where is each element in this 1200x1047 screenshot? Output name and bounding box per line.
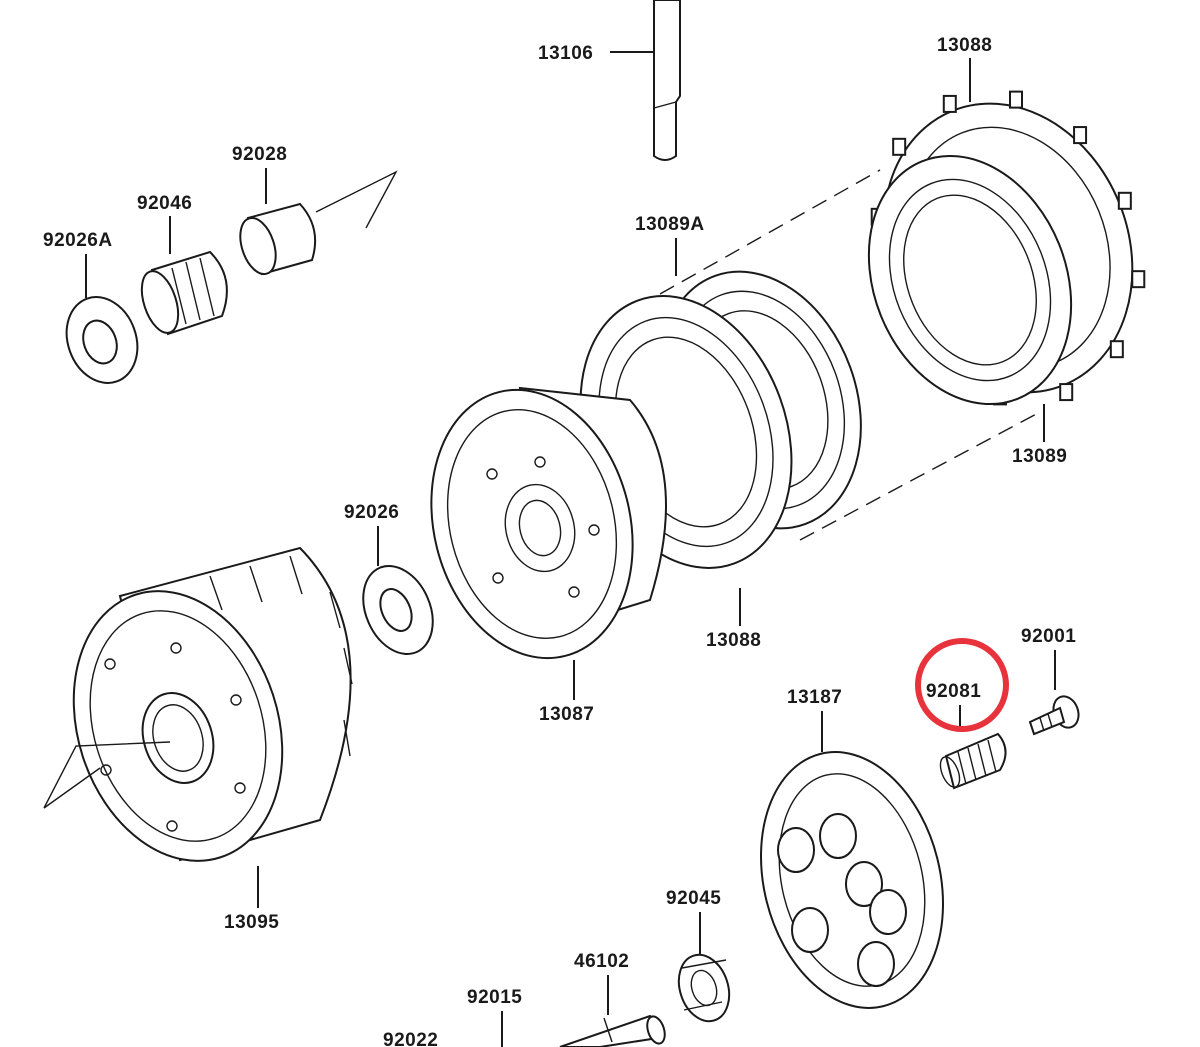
label-13106[interactable]: 13106 [538, 43, 654, 64]
highlight-circle [915, 638, 1009, 732]
label-13089A[interactable]: 13089A [635, 214, 705, 276]
plate-alignment-dashes [659, 169, 1041, 541]
part-number-46102: 46102 [574, 951, 629, 972]
label-92001[interactable]: 92001 [1021, 626, 1076, 690]
friction-tab [1109, 340, 1124, 359]
bushing-92028-drawing [239, 170, 398, 276]
label-92081[interactable]: 92081 [926, 681, 981, 728]
part-number-92045: 92045 [666, 888, 721, 909]
ball-bearing-92045-drawing [677, 953, 731, 1023]
part-number-92001: 92001 [1021, 626, 1076, 647]
label-92045[interactable]: 92045 [666, 888, 721, 956]
push-rod-46102-drawing [559, 1014, 666, 1047]
part-number-92026: 92026 [344, 502, 399, 523]
label-13088-mid[interactable]: 13088 [706, 588, 761, 651]
friction-tab [1117, 191, 1132, 210]
label-92028[interactable]: 92028 [232, 144, 287, 204]
part-number-13089A: 13089A [635, 214, 705, 235]
label-13187[interactable]: 13187 [787, 687, 842, 752]
friction-tab [1059, 383, 1074, 402]
part-number-92046: 92046 [137, 193, 192, 214]
label-13088-top[interactable]: 13088 [937, 35, 992, 102]
part-number-92026A: 92026A [43, 230, 113, 251]
label-92046[interactable]: 92046 [137, 193, 192, 254]
part-number-13106: 13106 [538, 43, 593, 64]
part-number-92022: 92022 [383, 1030, 438, 1047]
clutch-housing-13095-drawing [43, 546, 353, 862]
label-13087[interactable]: 13087 [539, 660, 594, 725]
part-number-13087: 13087 [539, 704, 594, 725]
push-rod-13106-drawing [653, 0, 681, 161]
label-13089[interactable]: 13089 [1012, 404, 1067, 467]
part-number-92015: 92015 [467, 987, 522, 1008]
washer-92026-drawing [362, 565, 434, 655]
part-number-13187: 13187 [787, 687, 842, 708]
part-number-92028: 92028 [232, 144, 287, 165]
friction-tab [1073, 126, 1088, 145]
label-92026[interactable]: 92026 [344, 502, 399, 566]
part-number-13095: 13095 [224, 912, 279, 933]
needle-bearing-92046-drawing [140, 250, 228, 336]
bolt-92001-drawing [1028, 695, 1080, 736]
washer-92026A-drawing [65, 296, 139, 384]
label-46102[interactable]: 46102 [574, 951, 629, 1015]
friction-tab [892, 137, 907, 156]
label-13095[interactable]: 13095 [224, 866, 279, 933]
friction-tab [1131, 270, 1146, 289]
friction-tab [942, 94, 957, 113]
part-number-13088: 13088 [937, 35, 992, 56]
label-92022[interactable]: 92022 [383, 1030, 438, 1047]
part-number-13088: 13088 [706, 630, 761, 651]
label-92026A[interactable]: 92026A [43, 230, 113, 298]
friction-tab [1008, 90, 1023, 109]
pressure-plate-13187-drawing [760, 751, 944, 1009]
clutch-hub-13087-drawing [430, 386, 667, 660]
part-number-92081: 92081 [926, 681, 981, 702]
spring-92081-drawing [939, 732, 1007, 790]
label-92015[interactable]: 92015 [467, 987, 522, 1047]
part-number-13089: 13089 [1012, 446, 1067, 467]
steel-plate-13089-drawing [867, 154, 1073, 406]
